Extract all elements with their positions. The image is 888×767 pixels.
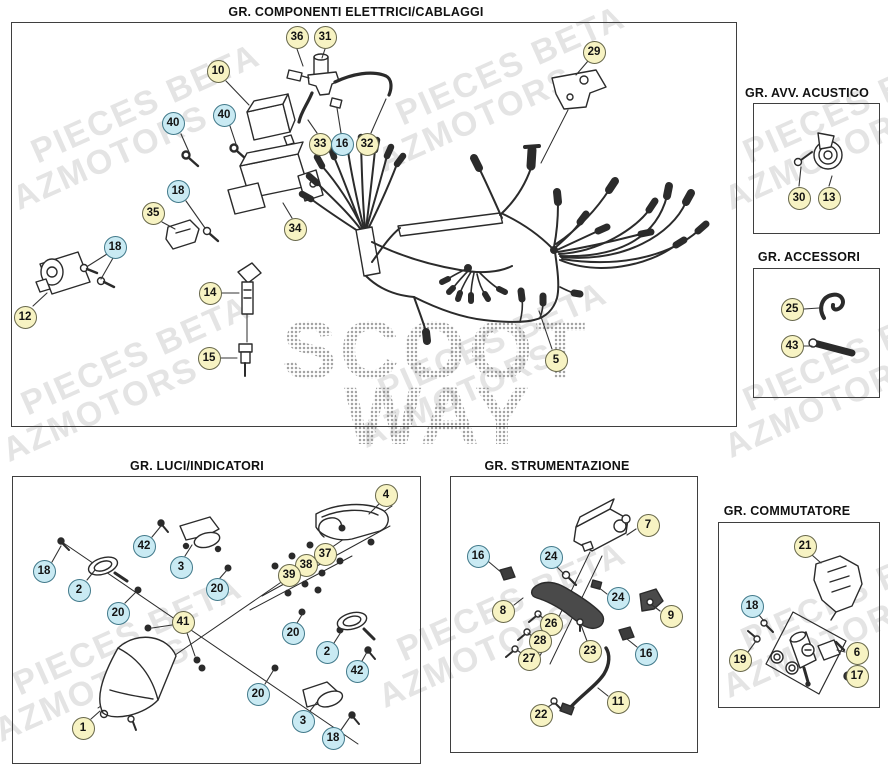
callout-18: 18 [103,235,127,259]
callout-18: 18 [321,726,345,750]
callout-13: 13 [817,186,841,210]
panel-box-luci-indicatori [12,476,421,764]
luci-art [57,503,393,745]
commutatore-art [747,555,863,695]
callout-33: 33 [308,132,332,156]
panel-box-avv-acustico [753,103,880,234]
callout-20: 20 [205,577,229,601]
callout-8: 8 [491,599,515,623]
callout-32: 32 [355,132,379,156]
callout-26: 26 [539,612,563,636]
solenoid-valve-art [286,53,393,124]
bracket-35-art [165,219,220,250]
callout-18: 18 [166,179,190,203]
callout-35: 35 [141,201,165,225]
callout-30: 30 [787,186,811,210]
callout-17: 17 [845,664,869,688]
bracket-29-art [540,69,607,164]
callout-3: 3 [291,709,315,733]
callout-43: 43 [780,334,804,358]
leader-lines [32,48,851,731]
callout-7: 7 [636,513,660,537]
callout-31: 31 [313,25,337,49]
panel-title-componenti-elettrici: GR. COMPONENTI ELETTRICI/CABLAGGI [228,5,484,19]
callout-27: 27 [517,647,541,671]
callout-40: 40 [212,103,236,127]
callout-41: 41 [171,610,195,634]
flasher-12-art [35,251,116,295]
panel-box-strumentazione [450,476,698,753]
callout-34: 34 [283,217,307,241]
callout-29: 29 [582,40,606,64]
panel-box-componenti-elettrici [11,22,737,427]
callout-5: 5 [544,348,568,372]
horn-art [793,132,843,170]
callout-25: 25 [780,297,804,321]
callout-16: 16 [466,544,490,568]
callout-20: 20 [281,621,305,645]
callout-40: 40 [161,111,185,135]
callout-6: 6 [845,641,869,665]
callout-2: 2 [315,640,339,664]
panel-title-strumentazione: GR. STRUMENTAZIONE [484,459,630,473]
callout-22: 22 [529,703,553,727]
callout-21: 21 [793,534,817,558]
callout-20: 20 [106,601,130,625]
callout-20: 20 [246,682,270,706]
callout-24: 24 [539,545,563,569]
panel-box-commutatore [718,522,880,708]
panel-box-accessori [753,268,880,398]
callout-18: 18 [32,559,56,583]
callout-16: 16 [330,132,354,156]
relay-art [246,93,296,146]
callout-18: 18 [740,594,764,618]
accessori-art [808,292,856,357]
callout-39: 39 [277,563,301,587]
callout-2: 2 [67,578,91,602]
callout-36: 36 [285,25,309,49]
callout-42: 42 [345,659,369,683]
callout-10: 10 [206,59,230,83]
wiring-harness-art [298,133,710,345]
callout-23: 23 [578,639,602,663]
callout-28: 28 [528,629,552,653]
callout-37: 37 [313,542,337,566]
callout-9: 9 [659,604,683,628]
callout-11: 11 [606,690,630,714]
callout-1: 1 [71,716,95,740]
callout-24: 24 [606,586,630,610]
callout-14: 14 [198,281,222,305]
panel-title-commutatore: GR. COMMUTATORE [723,504,851,518]
callout-16: 16 [634,642,658,666]
panel-title-accessori: GR. ACCESSORI [757,250,861,264]
callout-42: 42 [132,534,156,558]
panel-title-avv-acustico: GR. AVV. ACUSTICO [744,86,870,100]
callout-12: 12 [13,305,37,329]
callout-19: 19 [728,648,752,672]
callout-4: 4 [374,483,398,507]
callout-3: 3 [169,555,193,579]
callout-15: 15 [197,346,221,370]
panel-title-luci-indicatori: GR. LUCI/INDICATORI [130,459,264,473]
plug-cap-art [237,262,262,377]
